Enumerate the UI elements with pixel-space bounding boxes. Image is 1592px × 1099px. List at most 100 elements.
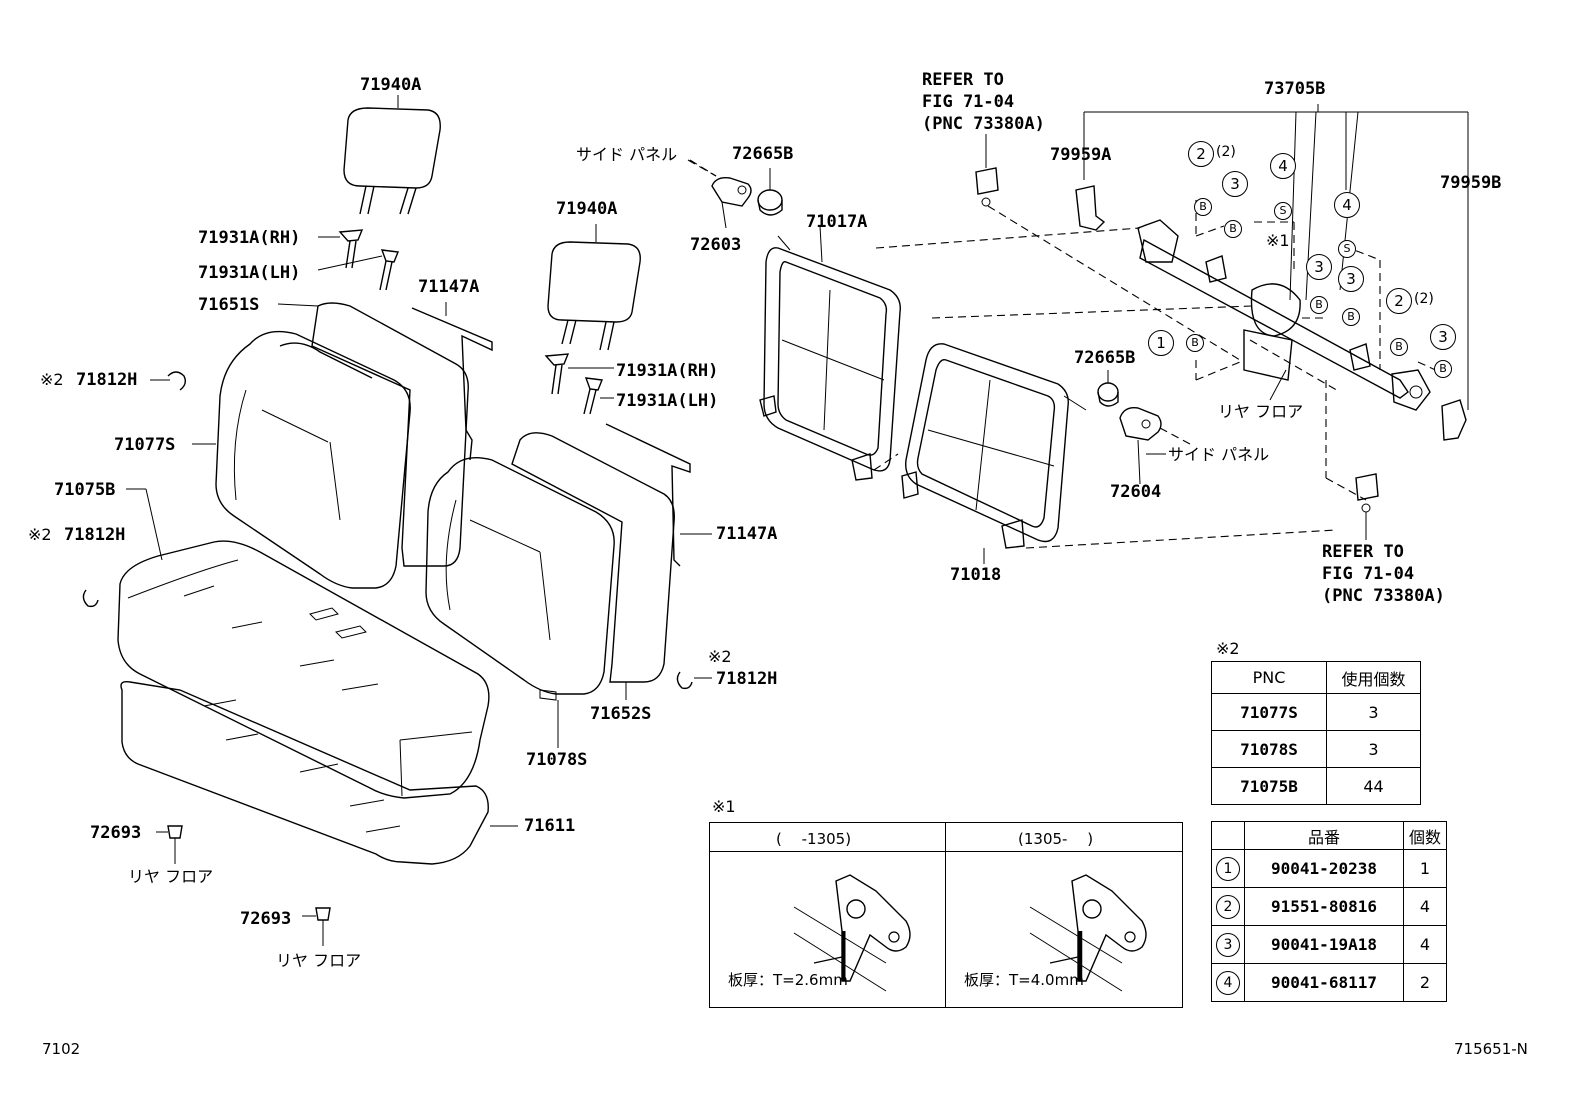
- rear-floor-1: リヤ フロア: [128, 867, 214, 886]
- footer-left: 7102: [42, 1040, 81, 1058]
- parts-header-qty: 個数: [1403, 821, 1447, 850]
- callout-b-6: B: [1434, 360, 1452, 378]
- buckle-upper-drawing: [975, 134, 999, 207]
- support-lh-right-label: 71931A(LH): [616, 391, 719, 411]
- lock-lower-label: 72604: [1110, 482, 1162, 502]
- kome2-table-mark: ※2: [1216, 639, 1240, 658]
- support-rh-left-label: 71931A(RH): [198, 228, 301, 248]
- inset-left-note: 板厚：T=2.6mm: [728, 971, 848, 989]
- callout-3-right: 3: [1430, 324, 1456, 350]
- inset-right-note: 板厚：T=4.0mm: [964, 971, 1084, 989]
- hog-ring-right: [676, 671, 712, 690]
- kome2-mark-2: ※2: [28, 525, 52, 544]
- inset-right-header: (1305- ): [1018, 830, 1094, 848]
- cover-back-left-drawing: [277, 302, 469, 567]
- kome2-table: PNC 使用個数 71077S 3 71078S 3 71075B 44: [1211, 661, 1421, 805]
- back-right-drawing: [425, 457, 615, 748]
- parts-row4-index: 4: [1211, 963, 1245, 1002]
- hog-ring-3-label: 71812H: [716, 669, 778, 689]
- kome2-row2-pnc: 71078S: [1211, 730, 1327, 768]
- buckle-lower-drawing: [1355, 473, 1379, 540]
- refer-bottom-line1: REFER TO: [1322, 542, 1404, 562]
- inset-left-header: ( -1305): [776, 830, 852, 848]
- frame-left-drawing: [759, 225, 1141, 481]
- hog-ring-left-lower: [82, 589, 99, 608]
- callout-b-5: B: [1390, 338, 1408, 356]
- pad-left-label: 71147A: [418, 277, 480, 297]
- inset-left-bracket: [793, 874, 911, 992]
- headrest-right-label: 71940A: [556, 199, 618, 219]
- hog-ring-left-upper: [150, 371, 187, 391]
- callout-3-mid-left: 3: [1306, 254, 1332, 280]
- bracket-right-label: 79959B: [1440, 173, 1502, 193]
- back-left-drawing: [192, 330, 411, 589]
- callout-s-2: S: [1338, 240, 1356, 258]
- back-cover-right-label: 71078S: [526, 750, 588, 770]
- inset-detail: ( -1305) (1305- ) 板厚：T=2.6mm 板厚：T=4.0mm: [709, 822, 1183, 1008]
- headrest-left-drawing: [343, 95, 441, 215]
- footer-right: 715651-N: [1454, 1040, 1528, 1058]
- parts-row3-index: 3: [1211, 925, 1245, 964]
- callout-2-upper: 2: [1188, 141, 1214, 167]
- callout-4-right: 4: [1334, 192, 1360, 218]
- pad-right-label: 71147A: [716, 524, 778, 544]
- callout-2-right-qty: (2): [1414, 291, 1434, 307]
- support-lh-left-label: 71931A(LH): [198, 263, 301, 283]
- clip-1-label: 72693: [90, 823, 142, 843]
- kome1-inset-mark: ※1: [712, 797, 736, 816]
- kome1-mark-diagram: ※1: [1266, 231, 1290, 250]
- callout-b-1: B: [1194, 198, 1212, 216]
- callout-2-upper-qty: (2): [1216, 144, 1236, 160]
- inset-right-bracket: [1029, 874, 1147, 992]
- parts-row4-partno: 90041-68117: [1244, 963, 1404, 1002]
- hinge-cover-lower-label: 72665B: [1074, 348, 1136, 368]
- side-panel-upper: サイド パネル: [576, 145, 678, 164]
- cover-back-left-label: 71651S: [198, 295, 260, 315]
- kome2-row3-qty: 44: [1326, 767, 1421, 805]
- callout-2-right: 2: [1386, 288, 1412, 314]
- hinge-assy-label: 73705B: [1264, 79, 1326, 99]
- callout-4-upper: 4: [1270, 153, 1296, 179]
- callout-b-7: B: [1186, 334, 1204, 352]
- kome2-mark-3: ※2: [708, 647, 732, 666]
- kome2-row3-pnc: 71075B: [1211, 767, 1327, 805]
- cushion-pad-drawing: [120, 680, 518, 865]
- parts-row4-qty: 2: [1403, 963, 1447, 1002]
- support-rh-right-label: 71931A(RH): [616, 361, 719, 381]
- refer-bottom-line2: FIG 71-04: [1322, 564, 1415, 584]
- callout-b-2: B: [1224, 220, 1242, 238]
- back-cover-left-label: 71077S: [114, 435, 176, 455]
- parts-row2-qty: 4: [1403, 887, 1447, 926]
- pad-right-drawing: [605, 423, 712, 567]
- frame-right-drawing: [901, 305, 1337, 564]
- kome2-header-qty: 使用個数: [1326, 661, 1421, 694]
- frame-left-label: 71017A: [806, 212, 868, 232]
- parts-table: 品番 個数 1 90041-20238 1 2 91551-80816 4 3 …: [1211, 821, 1447, 1002]
- callout-b-4: B: [1342, 308, 1360, 326]
- supports-left-drawing: [317, 229, 399, 291]
- side-panel-lower: サイド パネル: [1168, 445, 1270, 464]
- hinge-cover-upper-label: 72665B: [732, 144, 794, 164]
- callout-1: 1: [1148, 330, 1174, 356]
- refer-top-line3: (PNC 73380A): [922, 114, 1045, 134]
- lock-lower-drawing: [1119, 407, 1191, 485]
- kome2-row2-qty: 3: [1326, 730, 1421, 768]
- rear-floor-2: リヤ フロア: [276, 951, 362, 970]
- rear-floor-center: リヤ フロア: [1218, 402, 1304, 421]
- callout-b-3: B: [1310, 296, 1328, 314]
- clip-2-label: 72693: [240, 909, 292, 929]
- hinge-cover-upper-drawing: [757, 168, 783, 216]
- pad-left-drawing: [411, 302, 493, 461]
- cover-back-right-label: 71652S: [590, 704, 652, 724]
- refer-bottom-line3: (PNC 73380A): [1322, 586, 1445, 606]
- lock-upper-label: 72603: [690, 235, 742, 255]
- cushion-pad-label: 71611: [524, 816, 576, 836]
- refer-top-line2: FIG 71-04: [922, 92, 1015, 112]
- frame-right-label: 71018: [950, 565, 1002, 585]
- callout-s-1: S: [1274, 202, 1292, 220]
- parts-row1-partno: 90041-20238: [1244, 849, 1404, 888]
- kome2-row1-qty: 3: [1326, 693, 1421, 731]
- inset-header-divider: [710, 851, 1182, 852]
- kome2-header-pnc: PNC: [1211, 661, 1327, 694]
